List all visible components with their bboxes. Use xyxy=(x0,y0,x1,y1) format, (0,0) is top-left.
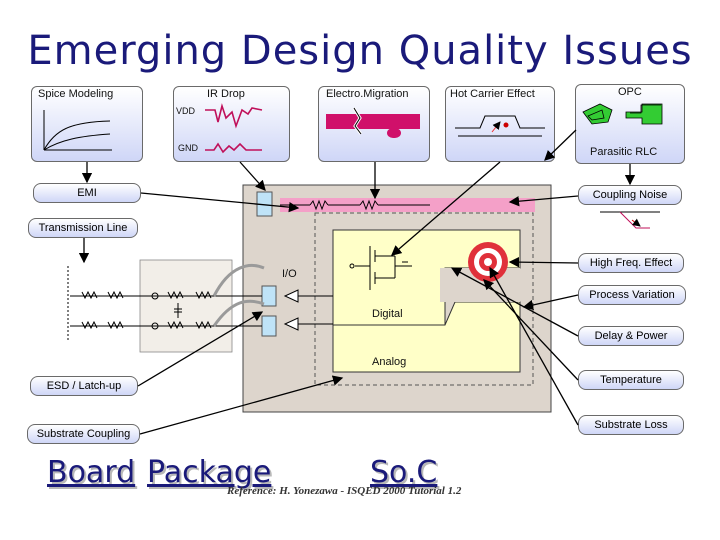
spice-modeling-box xyxy=(31,86,143,162)
bond-wires xyxy=(212,264,265,327)
hot-carrier-graphic xyxy=(455,115,545,137)
temperature-pill: Temperature xyxy=(578,370,684,390)
electromigration-graphic xyxy=(326,107,420,138)
gnd-label: GND xyxy=(178,143,198,153)
opc-shapes xyxy=(582,103,663,125)
esd-latchup-pill: ESD / Latch-up xyxy=(30,376,138,396)
analog-label: Analog xyxy=(372,356,407,368)
opc-label: OPC xyxy=(618,86,642,98)
ir-drop-box xyxy=(173,86,290,162)
io-cells xyxy=(261,285,333,337)
delay-power-pill: Delay & Power xyxy=(578,326,684,346)
slide-title: Emerging Design Quality Issues xyxy=(27,28,693,74)
ir-drop-waveforms xyxy=(205,103,263,154)
vdd-label: VDD xyxy=(176,106,196,116)
chip-wire-resistors xyxy=(280,199,430,211)
io-label: I/O xyxy=(282,268,297,280)
process-variation-pill: Process Variation xyxy=(578,285,686,305)
transistor-schematic xyxy=(349,246,412,290)
parasitic-rlc-label: Parasitic RLC xyxy=(590,146,658,158)
high-freq-target xyxy=(468,242,508,282)
coupling-noise-icon xyxy=(600,211,660,229)
board-label: Board xyxy=(47,455,136,490)
package-region xyxy=(139,259,233,353)
spice-curves xyxy=(43,110,112,151)
reference-citation: Reference: H. Yonezawa - ISQED 2000 Tuto… xyxy=(227,485,462,497)
ir-drop-label: IR Drop xyxy=(207,88,245,100)
emi-pill: EMI xyxy=(33,183,141,203)
transmission-line-pill: Transmission Line xyxy=(28,218,138,238)
package-label: Package xyxy=(147,455,272,490)
substrate-coupling-pill: Substrate Coupling xyxy=(27,424,140,444)
chip-core-outline xyxy=(314,212,534,386)
substrate-loss-pill: Substrate Loss xyxy=(578,415,684,435)
board-traces xyxy=(67,266,262,340)
spice-modeling-label: Spice Modeling xyxy=(38,88,114,100)
electromigration-label: Electro.Migration xyxy=(326,88,409,100)
coupling-noise-pill: Coupling Noise xyxy=(578,185,682,205)
soc-label: So.C xyxy=(370,455,438,490)
digital-label: Digital xyxy=(372,308,403,320)
pointer-arrows xyxy=(78,129,636,435)
high-freq-pill: High Freq. Effect xyxy=(578,253,684,273)
hot-carrier-label: Hot Carrier Effect xyxy=(450,88,535,100)
